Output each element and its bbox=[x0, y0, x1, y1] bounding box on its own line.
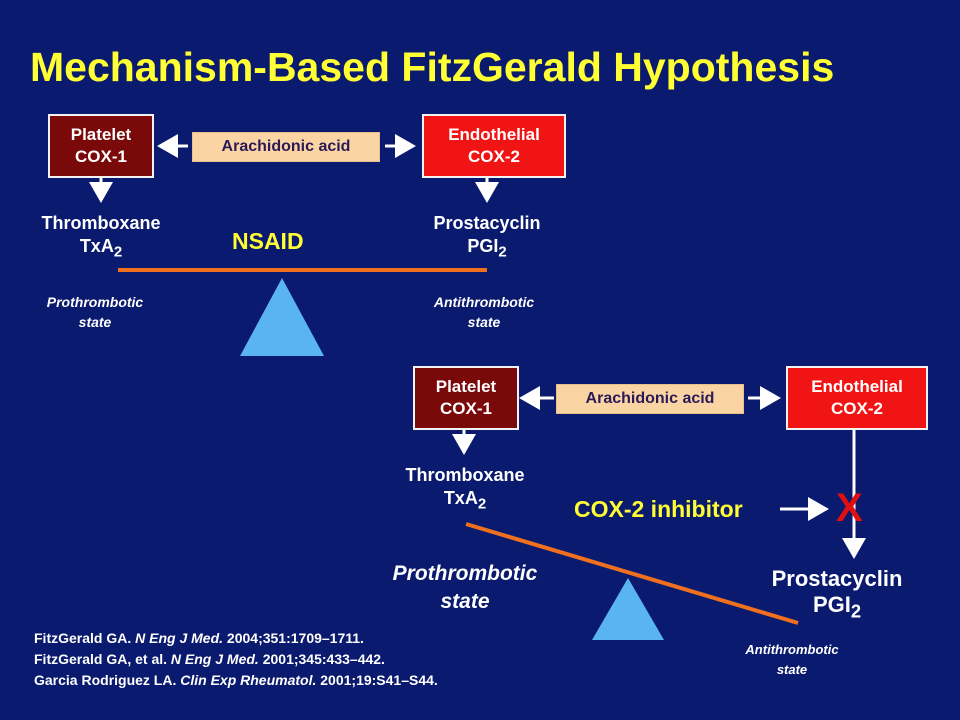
inhibition-x-icon: X bbox=[836, 486, 863, 530]
prostacyclin-name: Prostacyclin bbox=[771, 566, 903, 591]
platelet-label: Platelet bbox=[70, 125, 132, 144]
prothrombotic-text: Prothrombotic bbox=[392, 562, 538, 585]
reference-item: FitzGerald GA. N Eng J Med. 2004;351:170… bbox=[34, 630, 364, 646]
prostacyclin-name: Prostacyclin bbox=[433, 213, 541, 233]
thromboxane-name: Thromboxane bbox=[41, 213, 161, 233]
reference-item: Garcia Rodriguez LA. Clin Exp Rheumatol.… bbox=[34, 672, 438, 688]
thromboxane-label-bottom: Thromboxane TxA2 bbox=[390, 464, 540, 516]
arachidonic-acid-box-bottom: Arachidonic acid bbox=[556, 384, 744, 414]
cox2-inhibitor-label: COX-2 inhibitor bbox=[574, 496, 743, 522]
cox2-label: COX-2 bbox=[468, 147, 520, 166]
state-text: state bbox=[78, 314, 112, 330]
fulcrum-bottom bbox=[592, 578, 664, 640]
balance-beam-bottom bbox=[465, 522, 799, 625]
platelet-cox1-box-bottom: Platelet COX-1 bbox=[413, 366, 519, 430]
cox1-label: COX-1 bbox=[440, 399, 492, 418]
fulcrum-top bbox=[240, 278, 324, 356]
references: FitzGerald GA. N Eng J Med. 2004;351:170… bbox=[34, 628, 654, 691]
pgi-abbr: PGI bbox=[812, 592, 851, 617]
prostacyclin-label-top: Prostacyclin PGI2 bbox=[412, 212, 562, 264]
txa-abbr: TxA bbox=[443, 488, 478, 508]
state-text: state bbox=[440, 590, 490, 613]
txa-subscript: 2 bbox=[477, 495, 487, 513]
prothrombotic-state-top: Prothrombotic state bbox=[30, 292, 160, 332]
pgi-subscript: 2 bbox=[498, 243, 507, 261]
endothelial-cox2-box-top: Endothelial COX-2 bbox=[422, 114, 566, 178]
platelet-cox1-box-top: Platelet COX-1 bbox=[48, 114, 154, 178]
page-title: Mechanism-Based FitzGerald Hypothesis bbox=[30, 44, 835, 90]
arachidonic-acid-box-top: Arachidonic acid bbox=[192, 132, 380, 162]
thromboxane-name: Thromboxane bbox=[405, 465, 525, 485]
antithrombotic-state-bottom: Antithrombotic state bbox=[722, 640, 862, 680]
endothelial-cox2-box-bottom: Endothelial COX-2 bbox=[786, 366, 928, 430]
prothrombotic-text: Prothrombotic bbox=[46, 294, 144, 310]
endothelial-label: Endothelial bbox=[811, 377, 903, 396]
antithrombotic-text: Antithrombotic bbox=[745, 642, 839, 657]
endothelial-label: Endothelial bbox=[448, 125, 540, 144]
state-text: state bbox=[467, 314, 501, 330]
antithrombotic-state-top: Antithrombotic state bbox=[412, 292, 556, 332]
platelet-label: Platelet bbox=[435, 377, 497, 396]
reference-item: FitzGerald GA, et al. N Eng J Med. 2001;… bbox=[34, 651, 385, 667]
pgi-abbr: PGI bbox=[467, 236, 499, 256]
prostacyclin-label-bottom: Prostacyclin PGI2 bbox=[752, 566, 922, 624]
pgi-subscript: 2 bbox=[850, 600, 862, 622]
thromboxane-label-top: Thromboxane TxA2 bbox=[28, 212, 174, 264]
state-text: state bbox=[776, 662, 808, 677]
prothrombotic-state-bottom: Prothrombotic state bbox=[360, 560, 570, 616]
cox2-label: COX-2 bbox=[831, 399, 883, 418]
cox1-label: COX-1 bbox=[75, 147, 127, 166]
antithrombotic-text: Antithrombotic bbox=[433, 294, 535, 310]
txa-abbr: TxA bbox=[79, 236, 114, 256]
arachidonic-acid-label: Arachidonic acid bbox=[585, 390, 715, 407]
nsaid-label: NSAID bbox=[232, 228, 304, 254]
txa-subscript: 2 bbox=[113, 243, 123, 261]
arachidonic-acid-label: Arachidonic acid bbox=[221, 138, 351, 155]
